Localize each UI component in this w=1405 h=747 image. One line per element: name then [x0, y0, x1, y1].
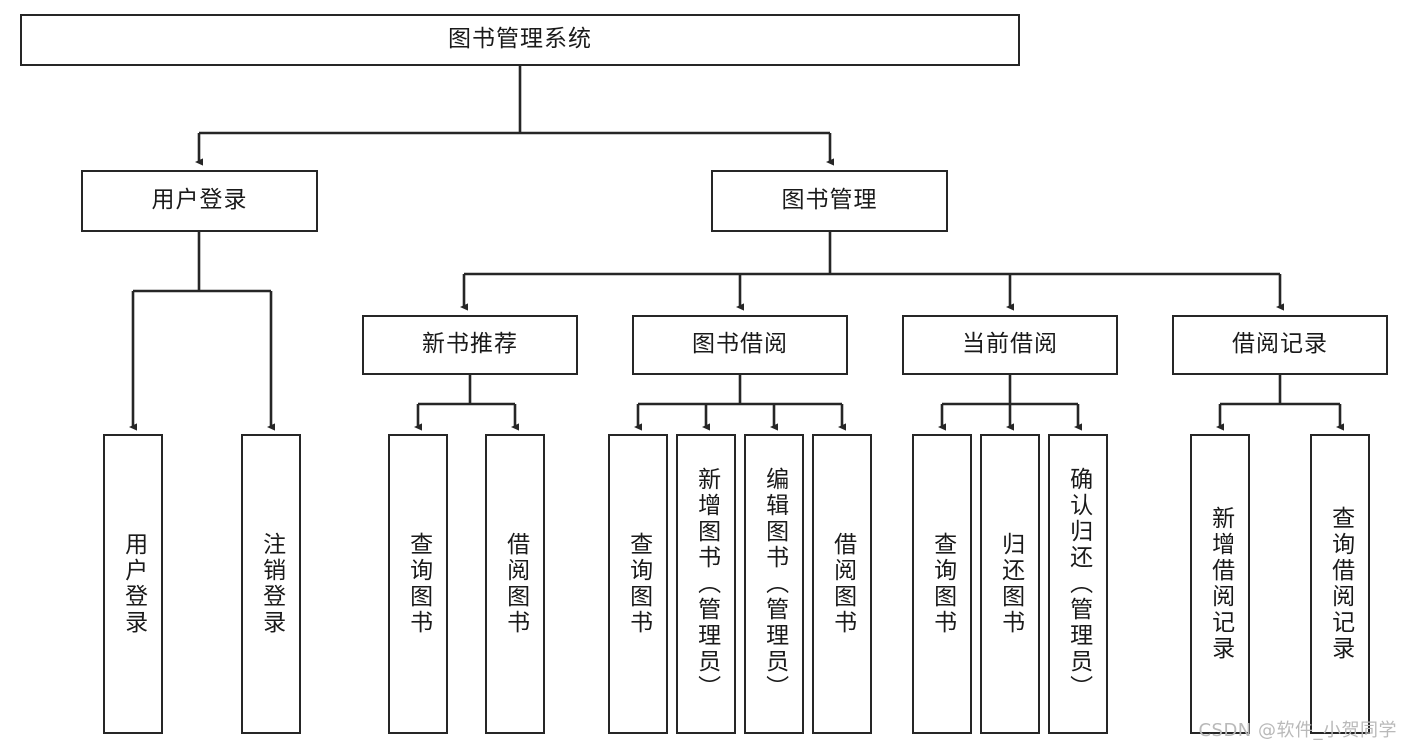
- leaf-add-borrow-record[interactable]: 新增借阅记录: [1190, 434, 1250, 734]
- node-label: 注销登录: [258, 532, 285, 636]
- node-root-book-management-system[interactable]: 图书管理系统: [20, 14, 1020, 66]
- leaf-logout[interactable]: 注销登录: [241, 434, 301, 734]
- node-label: 新书推荐: [422, 331, 518, 358]
- watermark-text: CSDN @软件_小贺同学: [1198, 720, 1397, 741]
- leaf-edit-book-admin[interactable]: 编辑图书（管理员）: [744, 434, 804, 734]
- node-label: 查询图书: [405, 532, 432, 636]
- node-label: 确认归还（管理员）: [1065, 467, 1092, 701]
- leaf-return-book[interactable]: 归还图书: [980, 434, 1040, 734]
- node-current-borrow[interactable]: 当前借阅: [902, 315, 1118, 375]
- node-borrow-record[interactable]: 借阅记录: [1172, 315, 1388, 375]
- node-label: 新增图书（管理员）: [693, 467, 720, 701]
- node-label: 借阅图书: [829, 532, 856, 636]
- node-label: 编辑图书（管理员）: [761, 467, 788, 701]
- node-label: 图书管理: [781, 187, 878, 214]
- leaf-confirm-return-admin[interactable]: 确认归还（管理员）: [1048, 434, 1108, 734]
- leaf-query-borrow-record[interactable]: 查询借阅记录: [1310, 434, 1370, 734]
- node-label: 借阅记录: [1232, 331, 1328, 358]
- node-label: 查询图书: [929, 532, 956, 636]
- node-label: 查询借阅记录: [1327, 506, 1354, 662]
- node-label: 图书借阅: [692, 331, 788, 358]
- leaf-borrow-book[interactable]: 借阅图书: [812, 434, 872, 734]
- node-label: 图书管理系统: [448, 26, 592, 53]
- node-label: 用户登录: [120, 532, 147, 636]
- leaf-borrow-book-recommend[interactable]: 借阅图书: [485, 434, 545, 734]
- leaf-query-book-borrow[interactable]: 查询图书: [608, 434, 668, 734]
- node-book-borrow[interactable]: 图书借阅: [632, 315, 848, 375]
- node-label: 查询图书: [625, 532, 652, 636]
- node-label: 新增借阅记录: [1207, 506, 1234, 662]
- node-new-book-recommend[interactable]: 新书推荐: [362, 315, 578, 375]
- node-user-login[interactable]: 用户登录: [81, 170, 318, 232]
- node-label: 当前借阅: [962, 331, 1058, 358]
- leaf-add-book-admin[interactable]: 新增图书（管理员）: [676, 434, 736, 734]
- leaf-user-login[interactable]: 用户登录: [103, 434, 163, 734]
- leaf-query-book-recommend[interactable]: 查询图书: [388, 434, 448, 734]
- node-label: 用户登录: [151, 187, 248, 214]
- node-label: 归还图书: [997, 532, 1024, 636]
- leaf-query-book-current[interactable]: 查询图书: [912, 434, 972, 734]
- node-book-management[interactable]: 图书管理: [711, 170, 948, 232]
- node-label: 借阅图书: [502, 532, 529, 636]
